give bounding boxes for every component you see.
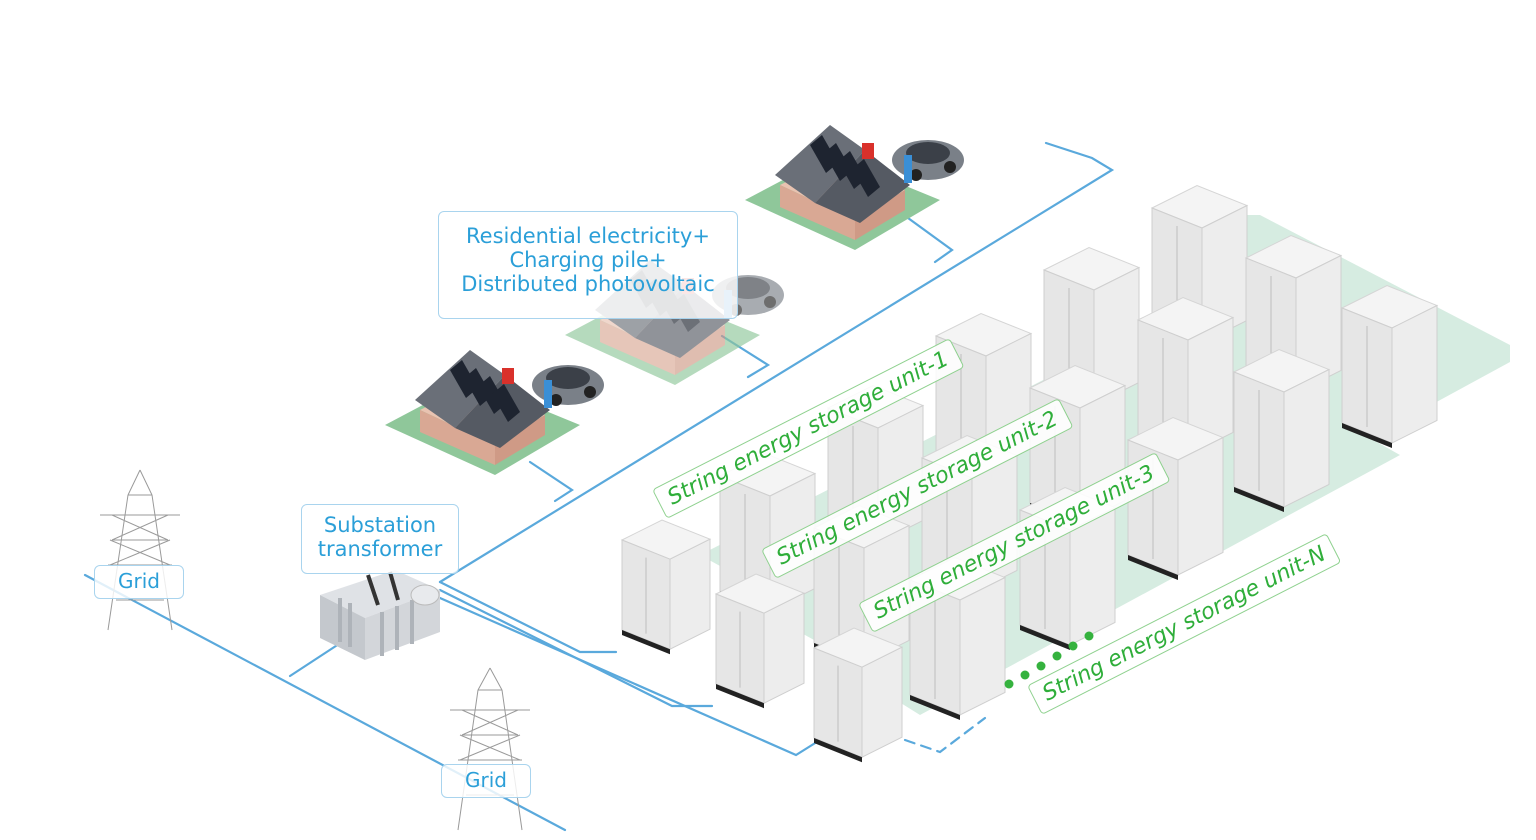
substation-label-line-2: transformer (317, 537, 443, 562)
house-branch-3 (906, 216, 954, 264)
house-branch-1 (528, 460, 575, 503)
house-solar-icon (745, 125, 964, 250)
substation-label: Substation transformer (301, 504, 459, 574)
ev-car-icon (892, 140, 964, 181)
grid-label-left-text: Grid (118, 569, 160, 593)
substation-label-line-1: Substation (323, 513, 437, 537)
residential-label-line-1: Residential electricity+ (466, 224, 710, 248)
grid-label-left: Grid (94, 565, 184, 599)
grid-label-bottom-text: Grid (465, 768, 507, 792)
cabinet-feeder-n (903, 716, 987, 754)
grid-lines (83, 141, 1115, 832)
residential-label-line-2: Charging pile+ (509, 248, 667, 273)
transformer-icon (320, 570, 440, 660)
storage-cabinet-icon (620, 519, 712, 655)
feeder-line (438, 141, 1115, 584)
house-solar-icon (385, 350, 604, 475)
storage-cabinet-icon (714, 573, 806, 709)
residential-label: Residential electricity+ Charging pile+ … (438, 211, 738, 319)
cabinet-feeder-3 (438, 596, 822, 757)
storage-cabinet-icon (1126, 416, 1225, 580)
transmission-tower-icon (100, 469, 180, 631)
grid-label-bottom: Grid (441, 764, 531, 798)
grid-to-transformer-line (288, 638, 347, 678)
residential-label-line-3: Distributed photovoltaic (461, 272, 715, 297)
storage-cabinet-icon (812, 627, 904, 763)
charging-pile-icon (544, 380, 552, 408)
dots-icon (1004, 631, 1094, 689)
ev-car-icon (532, 365, 604, 406)
storage-cabinet-icon (1340, 284, 1439, 448)
cabinet-feeder-2 (438, 588, 714, 708)
storage-cabinet-icon (1232, 348, 1331, 512)
charging-pile-icon (904, 155, 912, 183)
cabinet-feeder-1 (438, 580, 618, 654)
